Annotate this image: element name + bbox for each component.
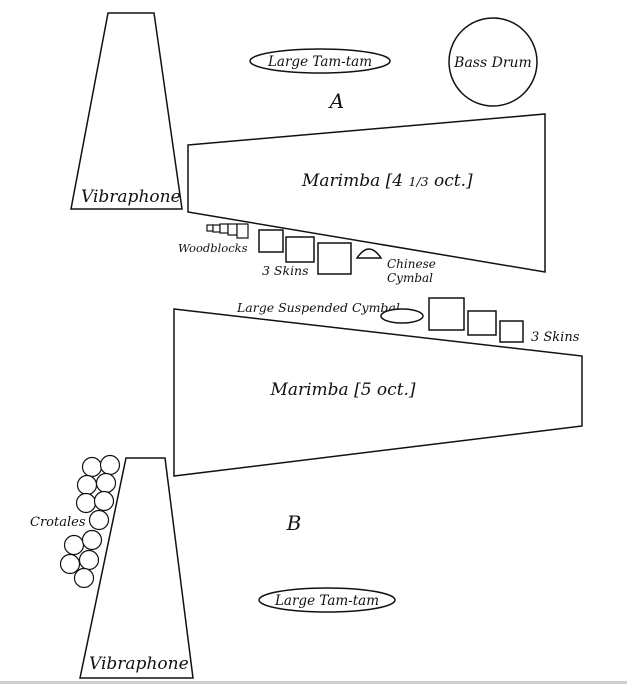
- large-tam-tam-b-shape: [258, 587, 396, 613]
- crotale: [78, 549, 100, 571]
- crotale: [88, 509, 110, 531]
- setup-b: Large Suspended Cymbal 3 Skins Marimba […: [30, 297, 583, 679]
- vibraphone-b-shape: [79, 457, 194, 679]
- crotale: [99, 454, 121, 476]
- vibraphone-a-label: Vibraphone: [81, 187, 181, 207]
- bass-drum-label: Bass Drum: [453, 55, 532, 71]
- chinese-cymbal-shape: [355, 248, 383, 259]
- skins-b-label: 3 Skins: [531, 330, 580, 345]
- large-tam-tam-a-label: Large Tam-tam: [267, 54, 372, 70]
- woodblock: [236, 223, 249, 239]
- skin-drum: [467, 310, 497, 336]
- crotale: [76, 474, 98, 496]
- crotale: [75, 492, 97, 514]
- vibraphone-b-label: Vibraphone: [89, 654, 189, 674]
- skin-drum: [428, 297, 465, 331]
- woodblock: [206, 224, 214, 232]
- skin-drum: [285, 236, 315, 263]
- marimba-a-label-main: Marimba [4: [301, 171, 409, 191]
- setup-a-label: A: [328, 89, 344, 113]
- woodblock: [219, 223, 229, 234]
- large-tam-tam-a-shape: [249, 48, 391, 74]
- skins-b-group: [428, 297, 524, 343]
- marimba-b-label: Marimba [5 oct.]: [269, 380, 415, 400]
- crotale: [81, 456, 103, 478]
- marimba-a-label-suffix: oct.]: [429, 171, 473, 191]
- marimba-b-shape: [173, 308, 583, 477]
- skin-drum: [317, 242, 352, 275]
- woodblock: [212, 224, 221, 233]
- crotale: [63, 534, 85, 556]
- setup-b-label: B: [286, 511, 302, 535]
- vibraphone-a-shape: [70, 12, 183, 210]
- crotales-group: [59, 454, 121, 589]
- chinese-cymbal-label-line1: Chinese: [387, 257, 436, 271]
- crotales-label: Crotales: [30, 515, 86, 530]
- skin-drum: [499, 320, 524, 343]
- crotale: [81, 529, 103, 551]
- marimba-a-label: Marimba [4 1/3 oct.]: [301, 171, 473, 191]
- woodblock: [227, 223, 238, 236]
- large-suspended-cymbal-shape: [380, 308, 424, 324]
- marimba-a-shape: [187, 113, 546, 273]
- skins-a-group: [258, 229, 352, 275]
- woodblocks-group: [206, 223, 249, 239]
- bass-drum-shape: [448, 17, 538, 107]
- crotale: [59, 553, 81, 575]
- setup-a: Vibraphone Large Tam-tam Bass Drum A Mar…: [70, 12, 546, 285]
- chinese-cymbal-label-line2: Cymbal: [387, 271, 433, 285]
- skin-drum: [258, 229, 284, 253]
- marimba-a-label-fraction: 1/3: [409, 174, 429, 189]
- large-suspended-cymbal-label: Large Suspended Cymbal: [236, 300, 400, 315]
- large-tam-tam-b-label: Large Tam-tam: [274, 593, 379, 609]
- crotale: [93, 490, 115, 512]
- crotale: [95, 472, 117, 494]
- bottom-divider: [0, 681, 627, 684]
- skins-a-label: 3 Skins: [262, 263, 309, 278]
- woodblocks-label: Woodblocks: [178, 241, 248, 255]
- crotale: [73, 567, 95, 589]
